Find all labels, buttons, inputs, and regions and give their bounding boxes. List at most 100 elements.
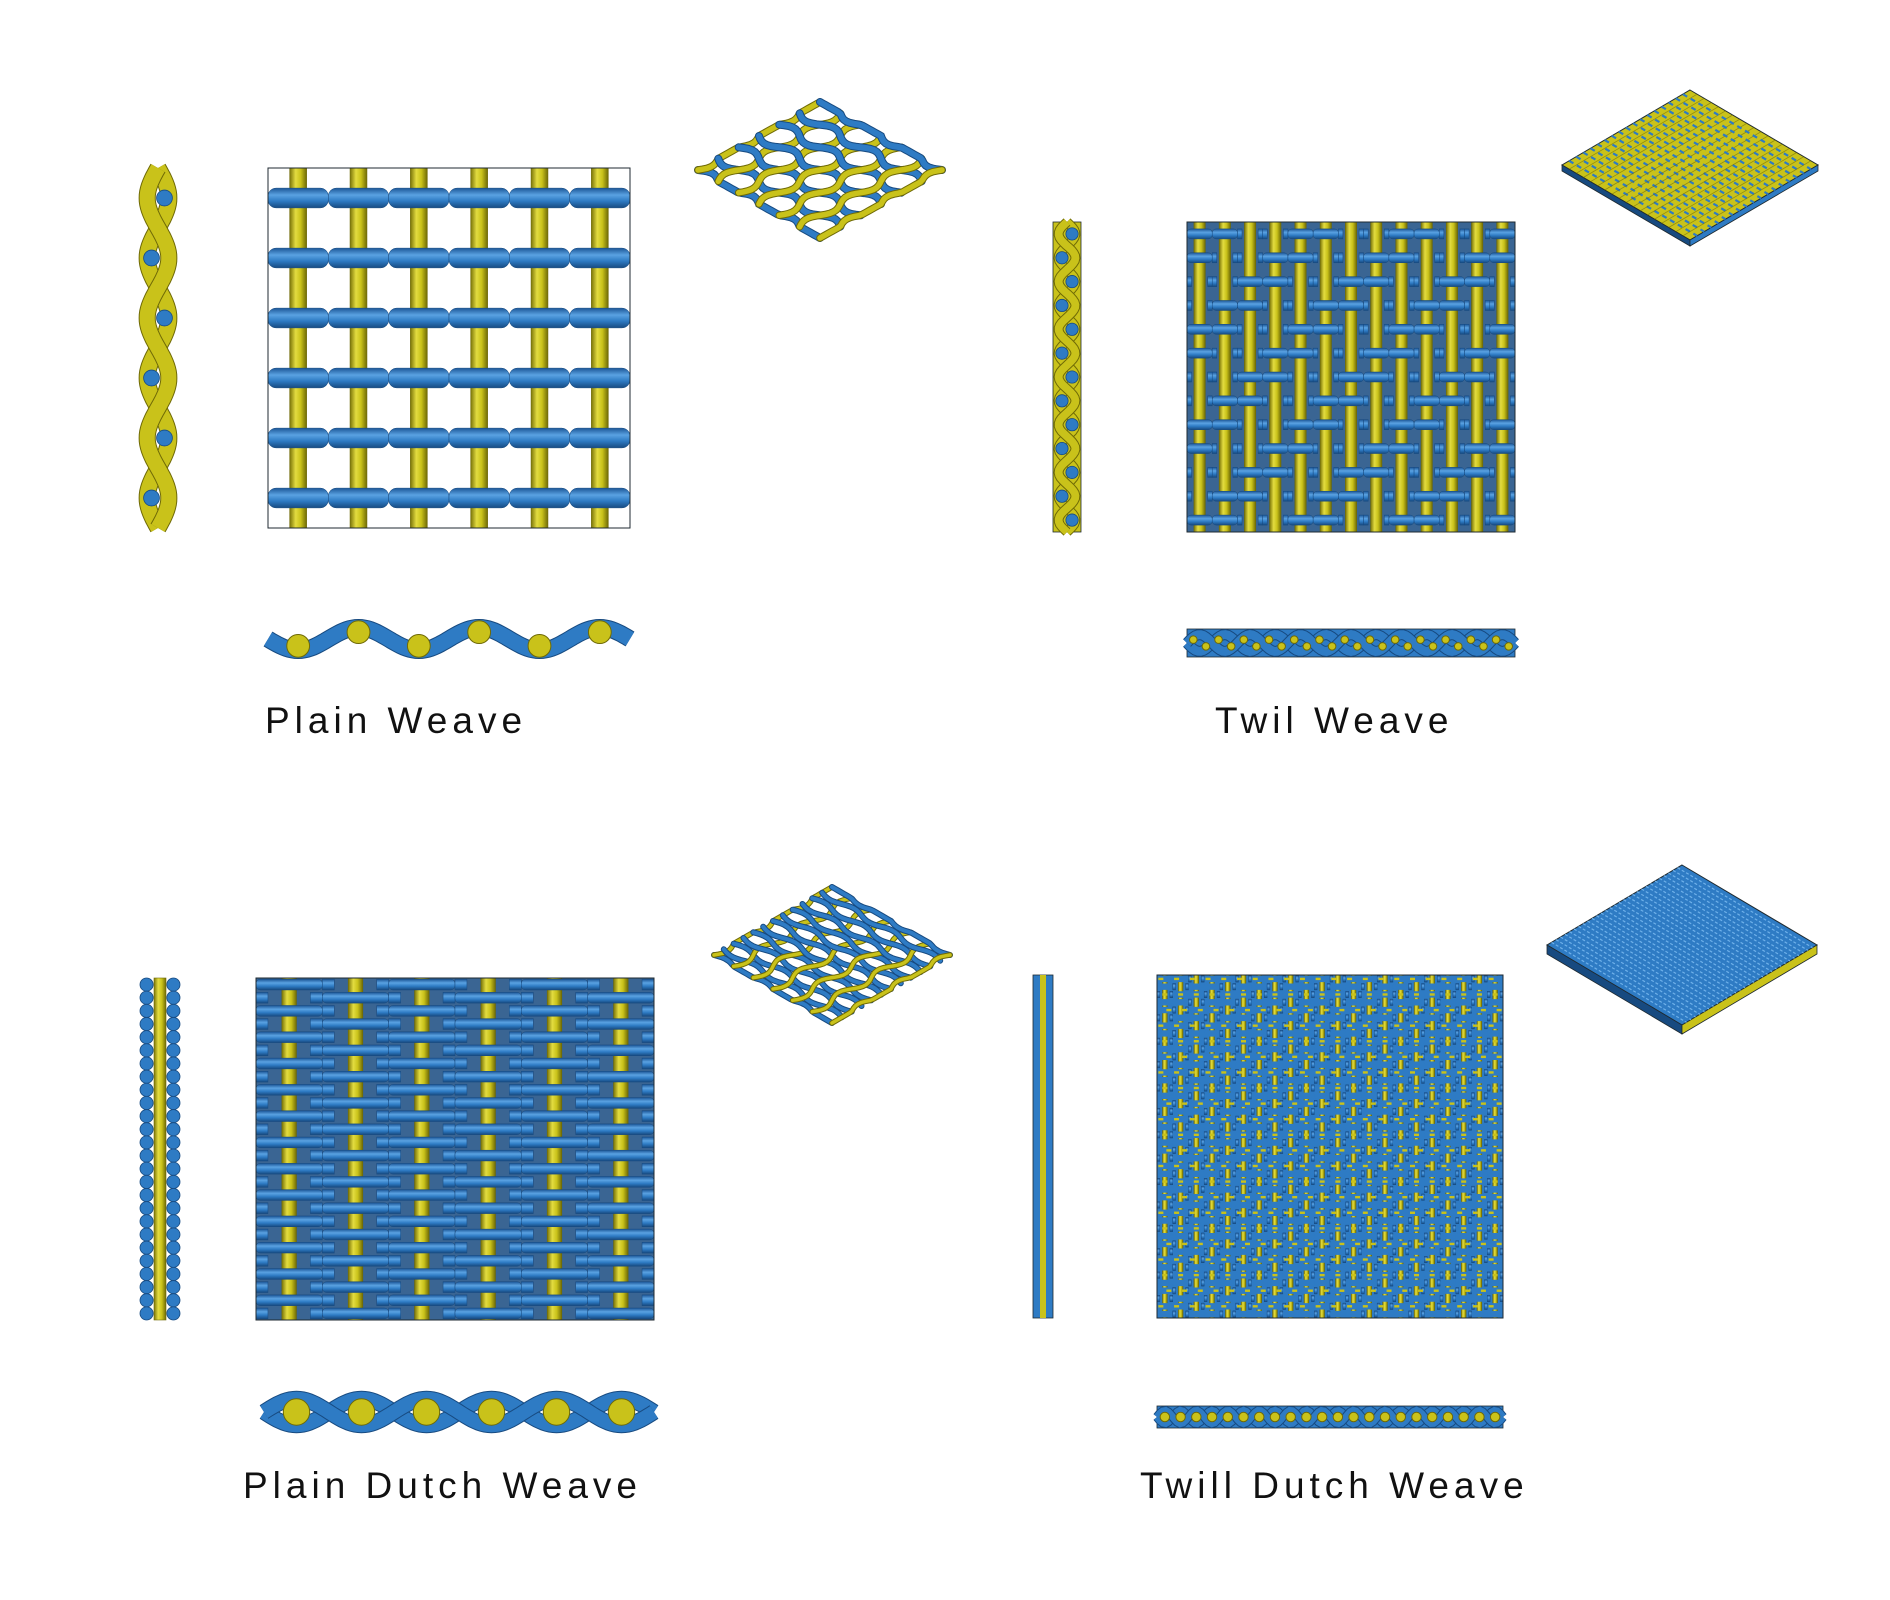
weft-wire xyxy=(1455,1069,1472,1076)
weft-wire xyxy=(1203,1037,1208,1045)
weft-cross-section xyxy=(1065,418,1079,432)
weft-wire xyxy=(328,247,389,269)
weft-wire xyxy=(1169,1154,1173,1162)
weft-wire xyxy=(1262,395,1268,407)
weft-wire xyxy=(1487,1279,1503,1287)
weft-cross-section xyxy=(139,1266,154,1281)
weft-wire xyxy=(1471,1077,1488,1084)
weft-wire xyxy=(1471,1154,1488,1162)
weft-wire xyxy=(267,307,329,329)
weft-wire xyxy=(1345,1100,1362,1107)
weft-wire xyxy=(1338,467,1364,478)
warp-knuckle xyxy=(1221,1024,1227,1027)
weft-wire xyxy=(1201,1045,1205,1053)
weft-wire xyxy=(1329,1139,1334,1147)
warp-knuckle xyxy=(1272,1273,1278,1277)
weft-wire xyxy=(1267,1303,1283,1310)
weft-cross-section xyxy=(143,369,160,387)
weft-wire xyxy=(1338,228,1344,240)
weft-wire xyxy=(575,1018,588,1030)
warp-cross-section xyxy=(1327,642,1337,651)
warp-knuckle xyxy=(1299,977,1305,981)
weft-wire xyxy=(1211,395,1238,407)
warp-knuckle xyxy=(1205,1118,1211,1121)
warp-knuckle xyxy=(1197,1149,1203,1152)
warp-knuckle xyxy=(1355,1242,1361,1246)
weft-wire xyxy=(1267,999,1283,1006)
weft-wire xyxy=(1266,1123,1271,1131)
plain-dutch-weave-side-view xyxy=(139,977,181,1321)
weft-wire xyxy=(1330,1108,1346,1115)
weft-wire xyxy=(1330,1295,1346,1302)
weft-wire xyxy=(1219,1006,1223,1014)
warp-knuckle xyxy=(1425,1071,1431,1074)
weft-wire xyxy=(388,1044,401,1056)
weft-wire xyxy=(1471,998,1475,1006)
weft-wire xyxy=(1295,1115,1299,1123)
weft-wire xyxy=(1298,1209,1315,1216)
weft-wire xyxy=(1455,1139,1472,1146)
warp-knuckle xyxy=(1425,1024,1431,1027)
weft-wire xyxy=(1377,1201,1393,1209)
warp-knuckle xyxy=(1268,1258,1274,1261)
warp-knuckle xyxy=(1299,1211,1305,1214)
weft-wire xyxy=(1361,1108,1378,1115)
warp-knuckle xyxy=(1315,1258,1321,1261)
warp-knuckle xyxy=(1418,1149,1423,1152)
warp-knuckle xyxy=(1252,1024,1258,1027)
weft-wire xyxy=(1264,1201,1268,1209)
warp-knuckle xyxy=(1197,1055,1203,1059)
weft-wire xyxy=(1361,1154,1378,1162)
warp-knuckle xyxy=(1351,993,1357,996)
weft-wire xyxy=(1358,1107,1362,1115)
warp-knuckle xyxy=(1445,1273,1451,1277)
warp-knuckle xyxy=(1492,993,1498,996)
warp-knuckle xyxy=(1331,1305,1337,1308)
weft-wire xyxy=(1204,1186,1220,1193)
weft-wire xyxy=(322,1149,389,1162)
weft-wire xyxy=(1169,1271,1173,1279)
weft-wire xyxy=(569,427,631,449)
weft-wire xyxy=(1440,1053,1456,1061)
weft-wire xyxy=(454,992,522,1004)
weft-wire xyxy=(1487,999,1503,1006)
warp-knuckle xyxy=(1492,1180,1498,1183)
weft-wire xyxy=(1298,1224,1302,1232)
warp-knuckle xyxy=(1425,1305,1431,1308)
weft-wire xyxy=(1282,1100,1299,1107)
warp-knuckle xyxy=(1276,1289,1282,1292)
weft-wire xyxy=(1489,347,1516,359)
warp-cross-section xyxy=(1395,1411,1406,1423)
weft-wire xyxy=(1421,1310,1425,1318)
weft-wire xyxy=(1248,1068,1252,1076)
warp-cross-section xyxy=(1206,1411,1218,1423)
weft-cross-section xyxy=(139,1082,154,1097)
warp-knuckle xyxy=(1402,1289,1408,1292)
warp-knuckle xyxy=(1315,1118,1321,1121)
weft-wire xyxy=(1471,1279,1475,1287)
warp-wire xyxy=(289,167,307,529)
weft-wire xyxy=(1248,1139,1252,1147)
weft-wire xyxy=(1298,1170,1315,1177)
weft-wire xyxy=(442,1307,456,1320)
weft-wire xyxy=(1484,1092,1488,1100)
warp-knuckle xyxy=(1347,1118,1353,1121)
weft-wire xyxy=(1287,347,1314,359)
weft-wire xyxy=(1295,1092,1299,1100)
weft-wire xyxy=(1203,1271,1208,1279)
weft-wire xyxy=(1287,371,1293,383)
weft-wire xyxy=(509,978,522,991)
weft-wire xyxy=(1361,1045,1378,1053)
weft-wire xyxy=(521,1110,588,1122)
weft-wire xyxy=(1489,324,1516,335)
warp-knuckle xyxy=(1378,1258,1384,1261)
warp-cross-section xyxy=(1285,1411,1296,1423)
weft-wire xyxy=(1489,371,1495,383)
iso-weft xyxy=(1605,909,1741,991)
warp-knuckle xyxy=(1335,1086,1341,1090)
weft-wire xyxy=(1311,1037,1315,1045)
weft-wire xyxy=(1408,1116,1425,1123)
warp-knuckle xyxy=(1303,1040,1309,1043)
weft-wire xyxy=(1295,1139,1299,1147)
warp-knuckle xyxy=(1229,1149,1235,1152)
